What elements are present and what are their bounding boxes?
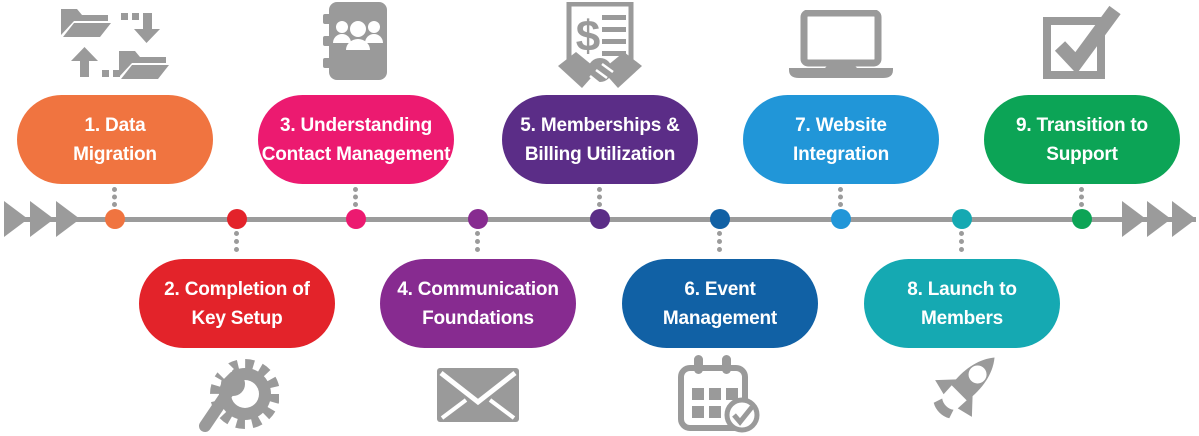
timeline-dot bbox=[710, 209, 730, 229]
stage-label-line2: Contact Management bbox=[261, 143, 451, 165]
folders-transfer-icon bbox=[59, 3, 171, 81]
laptop-icon bbox=[789, 10, 893, 80]
timeline-dot bbox=[227, 209, 247, 229]
timeline-dot bbox=[590, 209, 610, 229]
arrow-icon bbox=[30, 201, 54, 237]
stage-label-line1: 5. Memberships & bbox=[520, 114, 680, 136]
dotted-connector bbox=[838, 187, 843, 207]
stage-label-line2: Management bbox=[662, 307, 778, 329]
stage-label-line2: Support bbox=[1046, 143, 1118, 165]
stage-pill: 9. Transition to Support bbox=[984, 95, 1180, 184]
stage-label-line1: 7. Website bbox=[795, 114, 887, 136]
timeline-dot bbox=[952, 209, 972, 229]
dotted-connector bbox=[597, 187, 602, 207]
arrow-icon bbox=[56, 201, 80, 237]
dotted-connector bbox=[475, 231, 480, 252]
stage-pill: 1. Data Migration bbox=[17, 95, 213, 184]
dotted-connector bbox=[234, 231, 239, 252]
stage-label-line2: Migration bbox=[73, 143, 157, 165]
timeline-dot bbox=[346, 209, 366, 229]
stage-pill: 8. Launch to Members bbox=[864, 259, 1060, 348]
svg-text:$: $ bbox=[576, 12, 600, 61]
stage-pill: 2. Completion of Key Setup bbox=[139, 259, 335, 348]
dotted-connector bbox=[717, 231, 722, 252]
checkbox-icon bbox=[1042, 4, 1122, 80]
rocket-icon bbox=[918, 352, 1006, 436]
timeline-dot bbox=[1072, 209, 1092, 229]
stage-label-line1: 8. Launch to bbox=[907, 278, 1017, 300]
envelope-icon bbox=[437, 368, 519, 422]
address-book-icon bbox=[323, 2, 389, 82]
stage-label-line1: 9. Transition to bbox=[1016, 114, 1148, 136]
stage-label-line2: Foundations bbox=[422, 307, 534, 329]
timeline-dot bbox=[105, 209, 125, 229]
invoice-handshake-icon: $ bbox=[554, 2, 646, 90]
calendar-check-icon bbox=[678, 355, 762, 435]
stage-pill: 6. Event Management bbox=[622, 259, 818, 348]
timeline-dot bbox=[468, 209, 488, 229]
stage-pill: 4. Communication Foundations bbox=[380, 259, 576, 348]
stage-label-line2: Billing Utilization bbox=[524, 143, 676, 165]
timeline-dot bbox=[831, 209, 851, 229]
stage-label-line1: 2. Completion of bbox=[164, 278, 310, 300]
stage-label-line1: 1. Data bbox=[84, 114, 146, 136]
stage-pill: 7. Website Integration bbox=[743, 95, 939, 184]
arrow-icon bbox=[1147, 201, 1171, 237]
stage-label-line2: Key Setup bbox=[191, 307, 283, 329]
arrow-icon bbox=[1172, 201, 1196, 237]
stage-label-line2: Members bbox=[920, 307, 1004, 329]
stage-label-line1: 4. Communication bbox=[397, 278, 559, 300]
stage-label-line2: Integration bbox=[793, 143, 889, 165]
dotted-connector bbox=[112, 187, 117, 207]
stage-pill: 3. Understanding Contact Management bbox=[258, 95, 454, 184]
stage-pill: 5. Memberships & Billing Utilization bbox=[502, 95, 698, 184]
stage-label-line1: 6. Event bbox=[684, 278, 756, 300]
stage-label-line1: 3. Understanding bbox=[280, 114, 432, 136]
arrow-icon bbox=[1122, 201, 1146, 237]
dotted-connector bbox=[353, 187, 358, 207]
dotted-connector bbox=[959, 231, 964, 252]
dotted-connector bbox=[1079, 187, 1084, 207]
arrow-icon bbox=[4, 201, 28, 237]
wrench-gear-icon bbox=[195, 352, 279, 436]
